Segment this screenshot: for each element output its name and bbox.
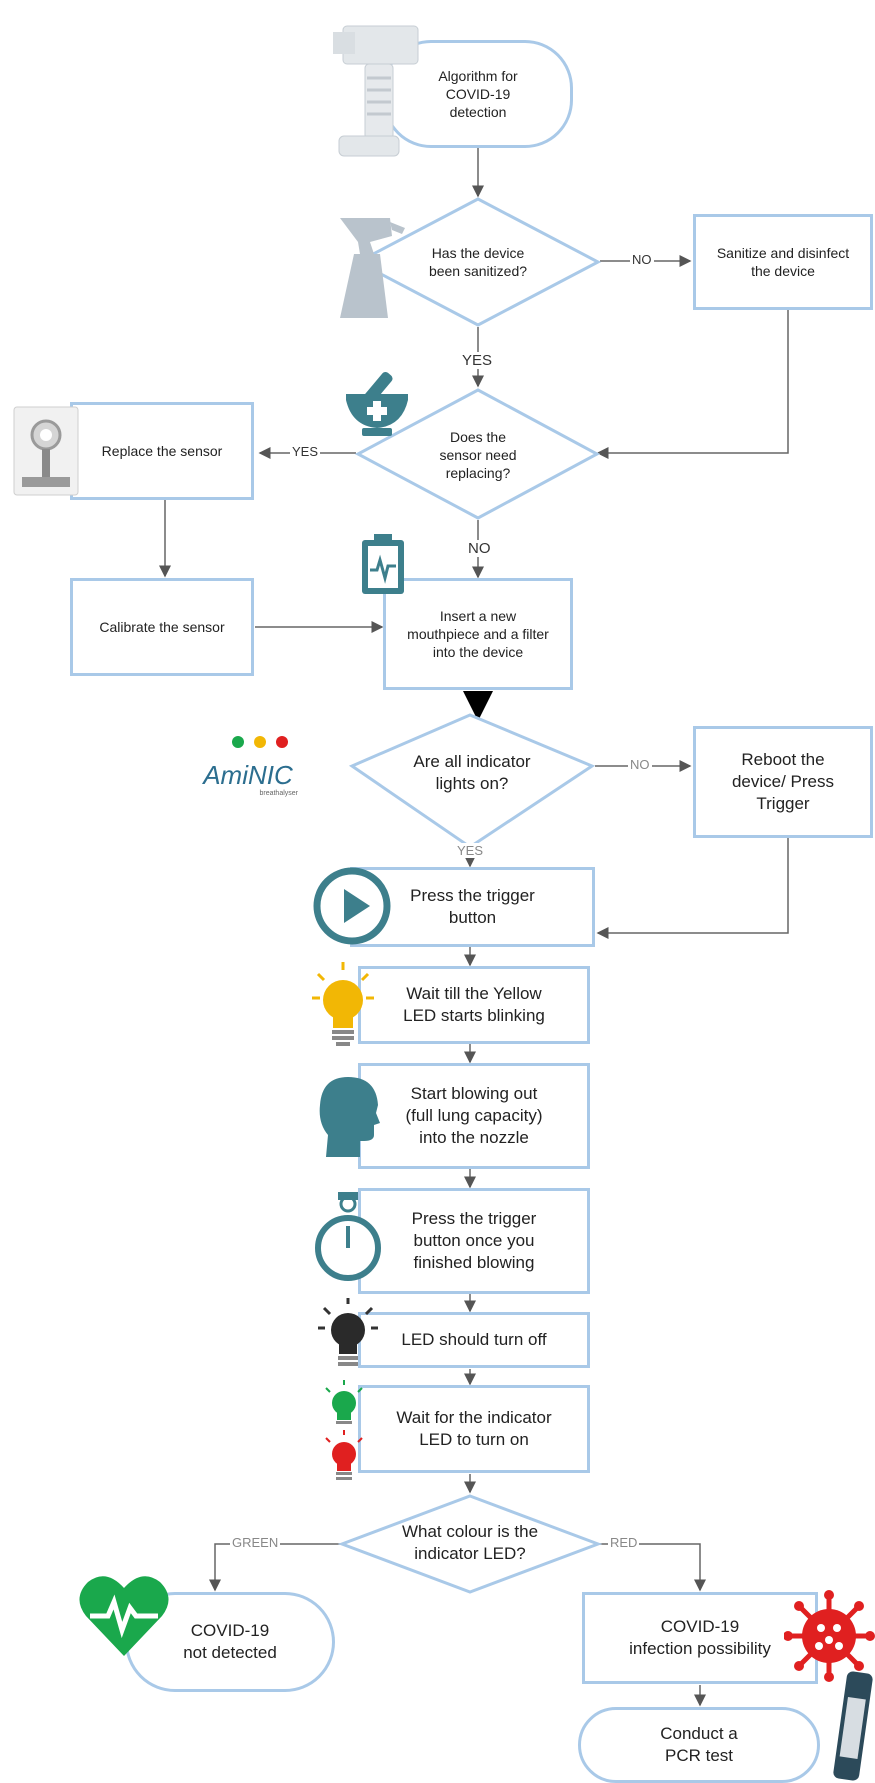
head-profile-icon: [319, 1077, 380, 1157]
green-red-bulbs-icon: [325, 1380, 363, 1480]
not-detected-text: COVID-19 not detected: [183, 1620, 277, 1662]
label-green: GREEN: [230, 1535, 281, 1550]
mortar-pestle-icon: [346, 371, 408, 436]
arrow-q4-green: [209, 1543, 360, 1592]
press-finish-box: Press the trigger button once you finish…: [358, 1188, 590, 1294]
sensor-icon: [13, 406, 79, 496]
reboot-box: Reboot the device/ Press Trigger: [693, 726, 873, 838]
aminic-tagline: breathalyser: [259, 790, 298, 797]
device-icon: [333, 25, 419, 157]
possibility-box: COVID-19 infection possibility: [582, 1592, 818, 1684]
pcr-tube-icon: [833, 1671, 873, 1781]
decision-sensor-shape: [354, 388, 601, 520]
decision-colour-shape: [337, 1494, 603, 1594]
blow-text: Start blowing out (full lung capacity) i…: [405, 1083, 543, 1148]
label-yes-lights: YES: [455, 843, 486, 858]
label-no-lights: NO: [628, 757, 652, 772]
calibrate-box: Calibrate the sensor: [70, 578, 254, 676]
decision-lights-text: Are all indicator lights on?: [413, 751, 531, 793]
decision-sensor-text: Does the sensor need replacing?: [439, 428, 517, 482]
battery-icon: [362, 534, 404, 594]
led-off-text: LED should turn off: [401, 1329, 547, 1349]
aminic-logo: AmiNIC breathalyser: [198, 732, 298, 806]
wait-indicator-text: Wait for the indicator LED to turn on: [396, 1407, 552, 1449]
aminic-brand: AmiNIC: [203, 760, 293, 790]
decision-sanitized-text: Has the device been sanitized?: [428, 244, 528, 279]
arrow-sanitize-q2: [596, 310, 789, 459]
press-trigger-text: Press the trigger button: [410, 885, 535, 927]
spray-bottle-icon: [340, 218, 405, 318]
virus-icon: [784, 1590, 875, 1682]
press-finish-text: Press the trigger button once you finish…: [411, 1208, 537, 1273]
press-trigger-box: Press the trigger button: [350, 867, 595, 947]
decision-sanitized-shape: [354, 197, 602, 327]
replace-sensor-text: Replace the sensor: [101, 442, 223, 459]
black-bulb-icon: [318, 1298, 378, 1366]
label-yes-sanitized: YES: [460, 352, 495, 369]
reboot-text: Reboot the device/ Press Trigger: [731, 749, 835, 814]
sanitize-box: Sanitize and disinfect the device: [693, 214, 873, 310]
arrow-reboot-trigger: [596, 838, 789, 939]
led-off-box: LED should turn off: [358, 1312, 590, 1368]
label-red: RED: [608, 1535, 640, 1550]
replace-sensor-box: Replace the sensor: [70, 402, 254, 500]
start-text: Algorithm for COVID-19 detection: [438, 67, 518, 121]
insert-box: Insert a new mouthpiece and a filter int…: [383, 578, 573, 690]
blow-box: Start blowing out (full lung capacity) i…: [358, 1063, 590, 1169]
arrow-q4-red: [580, 1543, 706, 1592]
indicator-lights-icon: [232, 736, 288, 748]
stopwatch-icon: [315, 1192, 381, 1281]
label-no-replace: NO: [466, 540, 493, 557]
yellow-bulb-icon: [312, 962, 374, 1046]
label-no-sanitize: NO: [630, 252, 654, 267]
heart-pulse-icon: [79, 1576, 169, 1656]
possibility-text: COVID-19 infection possibility: [629, 1616, 771, 1658]
insert-text: Insert a new mouthpiece and a filter int…: [407, 607, 549, 661]
wait-yellow-box: Wait till the Yellow LED starts blinking: [358, 966, 590, 1044]
calibrate-text: Calibrate the sensor: [99, 618, 225, 635]
pcr-text: Conduct a PCR test: [660, 1723, 738, 1765]
sanitize-text: Sanitize and disinfect the device: [716, 244, 850, 279]
wait-yellow-text: Wait till the Yellow LED starts blinking: [403, 983, 545, 1025]
label-yes-replace: YES: [290, 444, 321, 459]
pcr-terminal: Conduct a PCR test: [578, 1707, 820, 1783]
wait-indicator-box: Wait for the indicator LED to turn on: [358, 1385, 590, 1473]
play-button-icon: [313, 867, 391, 945]
decision-colour-text: What colour is the indicator LED?: [401, 1521, 539, 1563]
